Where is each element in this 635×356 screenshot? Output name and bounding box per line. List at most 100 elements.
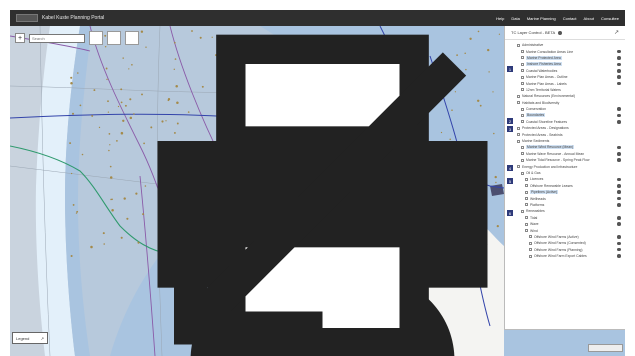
group-tag-4[interactable]: 4 xyxy=(507,165,513,171)
site-marker[interactable] xyxy=(76,72,79,74)
layer-checkbox[interactable] xyxy=(521,120,524,124)
layer-checkbox[interactable] xyxy=(521,209,524,213)
layer-checkbox[interactable] xyxy=(521,69,524,73)
site-marker[interactable] xyxy=(108,133,111,135)
layer-row[interactable]: Offshore Renewable Leases xyxy=(505,183,625,189)
layer-checkbox[interactable] xyxy=(517,126,520,130)
zoom-in-button[interactable]: + xyxy=(15,33,25,43)
site-marker[interactable] xyxy=(211,36,213,38)
site-marker[interactable] xyxy=(498,33,501,35)
layer-checkbox[interactable] xyxy=(517,101,520,105)
site-marker[interactable] xyxy=(120,101,123,104)
info-icon[interactable] xyxy=(617,177,621,182)
site-marker[interactable] xyxy=(109,165,112,168)
layer-row[interactable]: Renewables xyxy=(505,208,625,214)
site-marker[interactable] xyxy=(71,112,75,115)
site-marker[interactable] xyxy=(167,99,170,102)
info-icon[interactable] xyxy=(617,49,621,54)
group-tag-5[interactable]: 5 xyxy=(507,178,513,184)
site-marker[interactable] xyxy=(117,105,120,108)
layer-row[interactable]: Offshore Wind Farms (Consented) xyxy=(505,240,625,246)
layer-checkbox[interactable] xyxy=(525,222,528,226)
site-marker[interactable] xyxy=(108,149,110,152)
site-marker[interactable] xyxy=(135,192,138,195)
nav-about[interactable]: About xyxy=(583,15,594,21)
info-icon[interactable] xyxy=(617,203,621,207)
info-icon[interactable] xyxy=(617,75,621,79)
layer-checkbox[interactable] xyxy=(529,248,532,252)
site-marker[interactable] xyxy=(129,116,133,120)
layer-row[interactable]: Marine Plan Areas - Labels xyxy=(505,80,625,86)
site-marker[interactable] xyxy=(494,175,497,179)
layer-row[interactable]: Coastal Shoreline Features xyxy=(505,119,625,125)
site-marker[interactable] xyxy=(493,132,495,135)
group-tag-3[interactable]: 3 xyxy=(507,126,513,132)
site-marker[interactable] xyxy=(107,111,110,113)
logo[interactable]: Kabel Kuste Planning Portal xyxy=(16,14,104,22)
layer-row[interactable]: Offshore Wind Farms (Planning) xyxy=(505,247,625,253)
layer-checkbox[interactable] xyxy=(525,190,528,194)
site-marker[interactable] xyxy=(144,185,147,187)
layer-row[interactable]: Wellheads xyxy=(505,195,625,201)
site-marker[interactable] xyxy=(122,119,125,122)
site-marker[interactable] xyxy=(454,91,457,93)
info-icon[interactable] xyxy=(617,152,621,156)
layer-row[interactable]: Marine Plan Areas - Outline xyxy=(505,74,625,80)
site-marker[interactable] xyxy=(79,104,82,107)
layer-row[interactable]: Protected Areas - Seabirds xyxy=(505,131,625,137)
layer-checkbox[interactable] xyxy=(525,203,528,207)
site-marker[interactable] xyxy=(126,217,129,220)
site-marker[interactable] xyxy=(173,131,176,134)
legend-button[interactable]: Legend ↗ xyxy=(12,332,48,344)
site-marker[interactable] xyxy=(176,101,179,104)
nav-consultee[interactable]: Consultee xyxy=(600,15,619,21)
site-marker[interactable] xyxy=(98,126,101,129)
site-marker[interactable] xyxy=(116,140,118,142)
layer-checkbox[interactable] xyxy=(517,43,520,47)
layer-row[interactable]: Marine Consultation Areas Line xyxy=(505,48,625,54)
site-marker[interactable] xyxy=(109,176,113,179)
site-marker[interactable] xyxy=(70,76,73,79)
site-marker[interactable] xyxy=(479,104,482,107)
site-marker[interactable] xyxy=(90,245,93,249)
site-marker[interactable] xyxy=(176,122,179,125)
site-marker[interactable] xyxy=(191,30,193,32)
site-marker[interactable] xyxy=(492,91,494,93)
site-marker[interactable] xyxy=(102,232,105,235)
site-marker[interactable] xyxy=(496,224,499,228)
layer-checkbox[interactable] xyxy=(529,254,532,258)
layer-row[interactable]: Marine Protected Area xyxy=(505,55,625,61)
site-marker[interactable] xyxy=(133,113,135,115)
nav-data[interactable]: Data xyxy=(511,15,520,21)
layer-checkbox[interactable] xyxy=(525,184,528,188)
site-marker[interactable] xyxy=(93,89,96,92)
site-marker[interactable] xyxy=(129,98,132,101)
site-marker[interactable] xyxy=(464,52,466,54)
map-view[interactable]: + L xyxy=(10,26,625,356)
site-marker[interactable] xyxy=(477,30,480,33)
site-marker[interactable] xyxy=(175,85,178,88)
info-icon[interactable] xyxy=(617,235,621,239)
layer-row[interactable]: Marine Wave Resource - Annual Mean xyxy=(505,151,625,157)
site-marker[interactable] xyxy=(104,45,107,48)
group-tag-1[interactable]: 1 xyxy=(507,66,513,72)
site-marker[interactable] xyxy=(465,68,467,71)
collapse-panel-icon[interactable]: ↗ xyxy=(613,30,619,36)
site-marker[interactable] xyxy=(456,54,458,56)
layer-row[interactable]: Energy Production and Infrastructure xyxy=(505,163,625,169)
layer-checkbox[interactable] xyxy=(521,107,524,111)
site-marker[interactable] xyxy=(143,142,145,145)
site-marker[interactable] xyxy=(107,100,109,103)
site-marker[interactable] xyxy=(137,241,140,244)
info-icon[interactable] xyxy=(617,107,621,111)
layer-checkbox[interactable] xyxy=(517,94,520,98)
site-marker[interactable] xyxy=(122,57,124,59)
layer-checkbox[interactable] xyxy=(521,145,524,149)
site-marker[interactable] xyxy=(104,34,107,37)
info-icon[interactable] xyxy=(617,222,621,226)
info-icon[interactable] xyxy=(617,241,621,246)
site-marker[interactable] xyxy=(488,71,490,73)
search-input[interactable] xyxy=(29,33,85,43)
site-marker[interactable] xyxy=(72,203,75,206)
measure-button[interactable] xyxy=(125,31,467,345)
